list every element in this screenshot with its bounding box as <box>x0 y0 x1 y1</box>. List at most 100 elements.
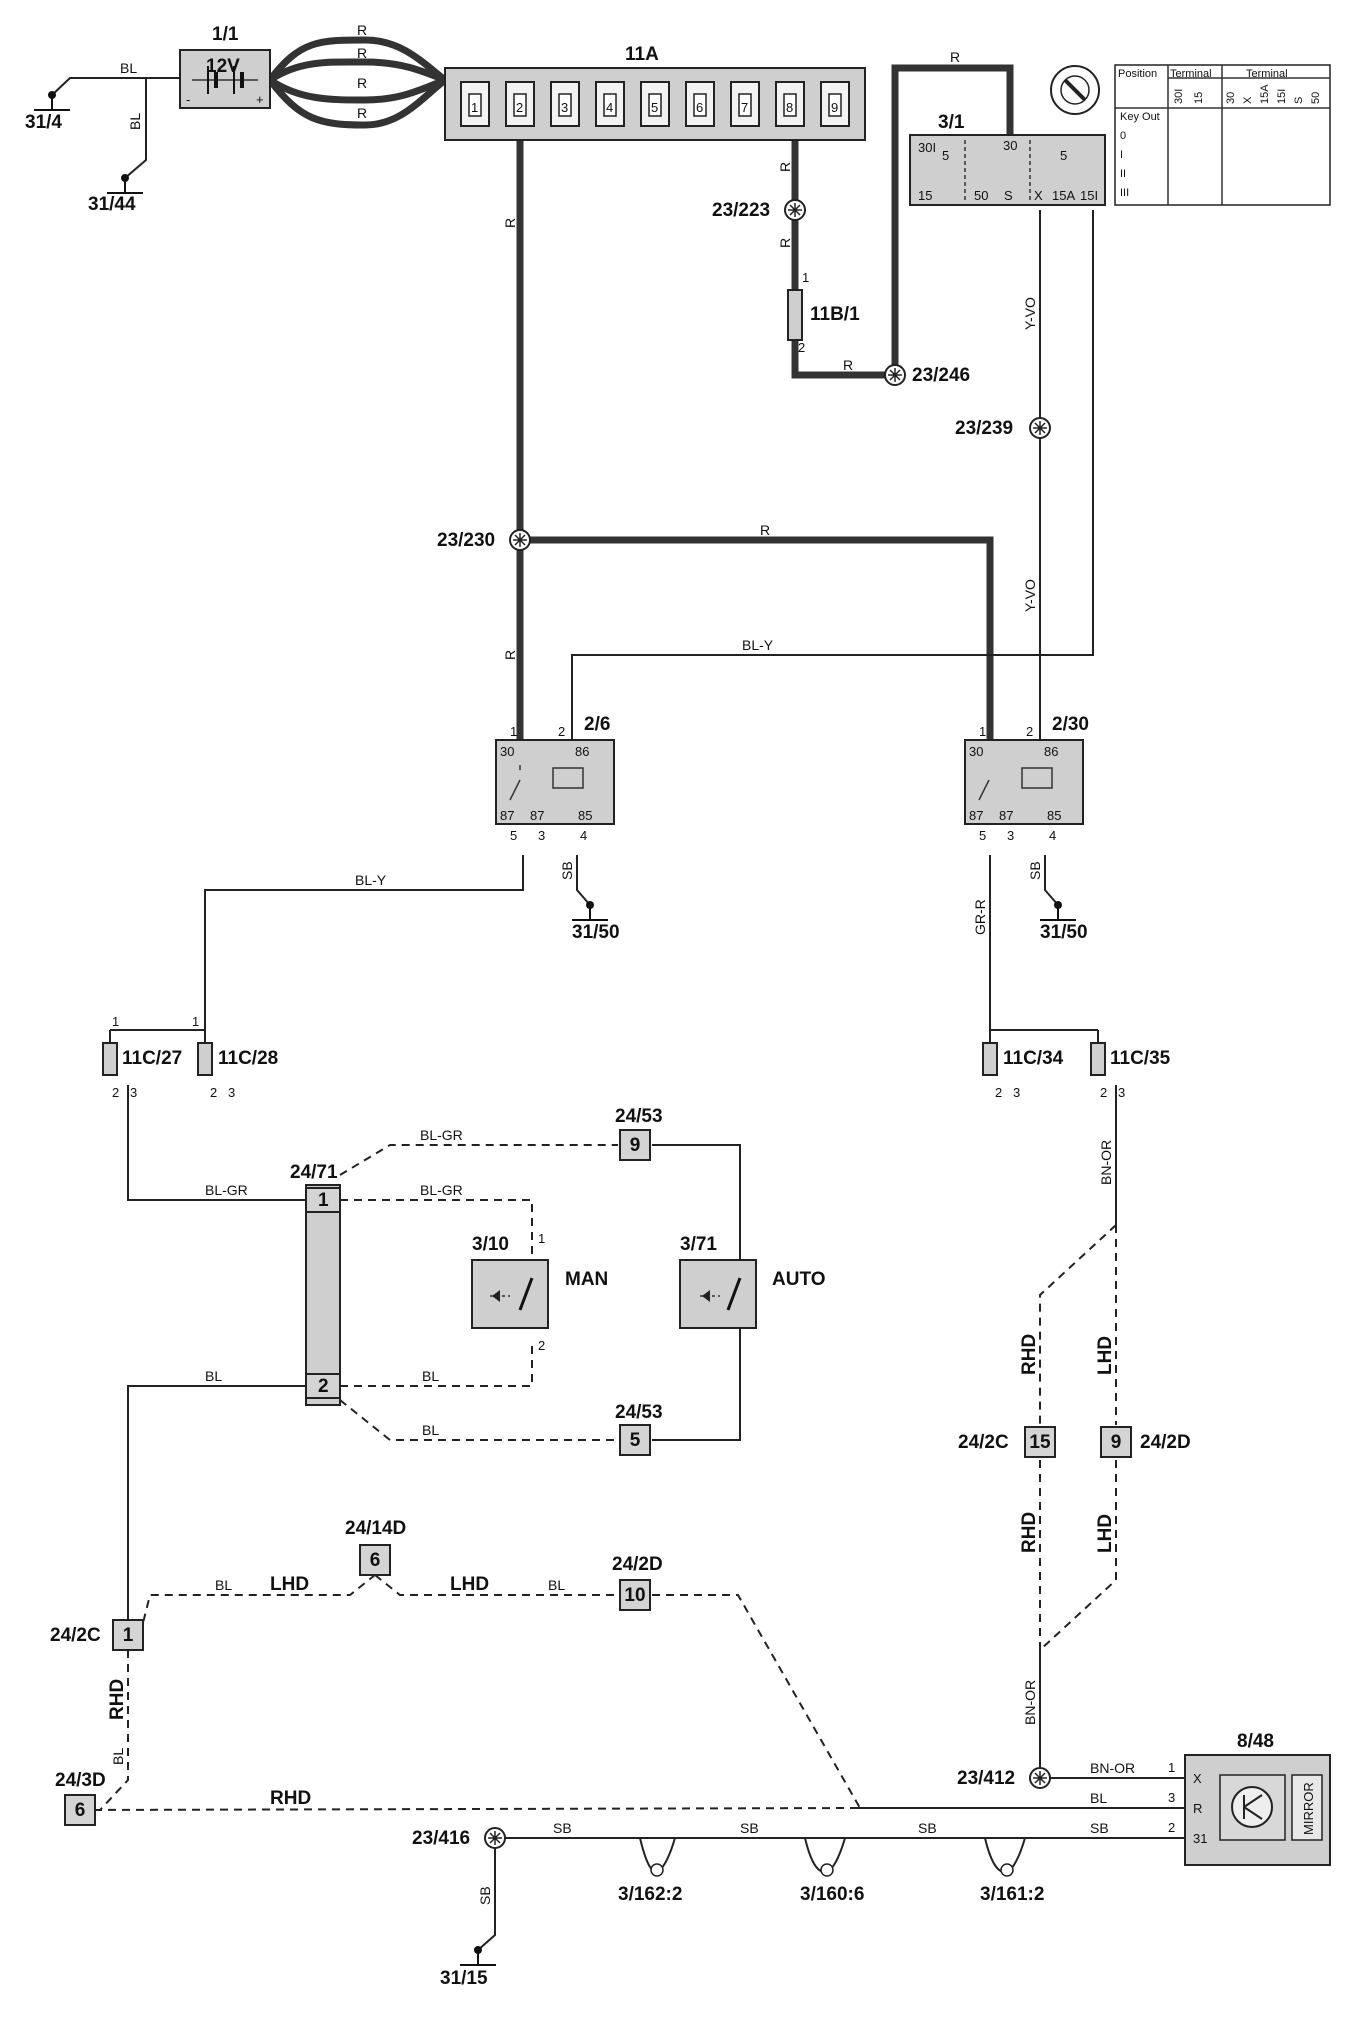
connector-id: 24/2C <box>958 1432 1009 1453</box>
fuse-11b1: 11B/1 1 2 <box>787 270 860 355</box>
signal-wires <box>51 77 1185 1951</box>
table-col-label: 15I <box>1276 89 1288 104</box>
wire-label-sb: SB <box>477 1886 493 1905</box>
mirror-n1: 1 <box>1168 1760 1175 1775</box>
fuse-number: 7 <box>741 100 748 115</box>
connector-pin-box <box>619 1424 651 1456</box>
switch-auto-id: 3/71 <box>680 1234 717 1255</box>
fuse-number: 8 <box>786 100 793 115</box>
mirror-8-48: MIRROR 8/48 X R 31 1 3 2 <box>1168 1731 1331 1866</box>
wire-label-bnor: BN-OR <box>1098 1140 1114 1185</box>
fuse-11c28-p2: 2 <box>210 1085 217 1100</box>
splice-cross <box>1033 421 1047 435</box>
relay-left-87: 87 <box>500 808 514 823</box>
wire-label-lhd: LHD <box>270 1574 309 1595</box>
fuse-element <box>693 93 707 117</box>
switch-man-name: MAN <box>565 1269 608 1290</box>
relay-2-6: 30 86 87 87 85 1 2 5 3 4 2/6 <box>495 714 615 843</box>
battery: 12V - + 1/1 <box>179 24 271 109</box>
relay-left-n5: 5 <box>510 828 517 843</box>
table-terminal-header: Terminal <box>1170 68 1212 80</box>
wire-label-r: R <box>950 49 960 65</box>
splice-cross <box>513 533 527 547</box>
connector-id: 24/3D <box>55 1770 106 1791</box>
ign-5b: 5 <box>1060 148 1067 163</box>
wire-label-bnor: BN-OR <box>1022 1680 1038 1725</box>
fuse-11c34: 11C/34 2 3 <box>982 1042 1064 1100</box>
fuse-11c27-p3: 3 <box>130 1085 137 1100</box>
connector-pin: 6 <box>370 1550 381 1571</box>
table-col-label: X <box>1242 96 1254 104</box>
wire-label-r: R <box>357 105 367 121</box>
ign-30: 30 <box>1003 138 1017 153</box>
ground-id: 31/44 <box>88 194 136 215</box>
wire-label-sb: SB <box>559 861 575 880</box>
wire-label-bl: BL <box>548 1577 565 1593</box>
wire-label-yvo: Y-VO <box>1022 297 1038 330</box>
fuse-11c35-p2: 2 <box>1100 1085 1107 1100</box>
relay-left-87b: 87 <box>530 808 544 823</box>
fuse-11c34-p2: 2 <box>995 1085 1002 1100</box>
fuse-number: 5 <box>651 100 658 115</box>
fuse-11c35-id: 11C/35 <box>1110 1048 1171 1069</box>
ign-5a: 5 <box>942 148 949 163</box>
battery-id: 1/1 <box>212 24 239 45</box>
fuse-element <box>468 93 482 117</box>
fuse-number: 9 <box>831 100 838 115</box>
wire-label-bly: BL-Y <box>355 872 387 888</box>
relay-left-85: 85 <box>578 808 592 823</box>
ign-x: X <box>1034 188 1043 203</box>
fuse-11b1-pin1: 1 <box>802 270 809 285</box>
table-row-label: III <box>1120 187 1129 199</box>
fuse-element <box>828 93 842 117</box>
fuse-element <box>738 93 752 117</box>
relay-left-86: 86 <box>575 744 589 759</box>
ignition-switch: 3/1 30I 5 30 5 15 50 S X 15A 15I <box>909 65 1106 206</box>
ign-s: S <box>1004 188 1013 203</box>
relay-right-n3: 3 <box>1007 828 1014 843</box>
fuse-11c28: 11C/28 1 2 3 <box>192 1014 278 1100</box>
fuse-11c34-id: 11C/34 <box>1003 1048 1064 1069</box>
fuse-11c27-id: 11C/27 <box>122 1048 182 1069</box>
conn-2471-id: 24/71 <box>290 1162 338 1183</box>
switch-man: 3/10 MAN 1 2 <box>471 1231 608 1353</box>
connector-id: 24/2D <box>1140 1432 1191 1453</box>
mirror-pin-x: X <box>1193 1771 1202 1786</box>
battery-minus: - <box>186 92 190 107</box>
wire-label-bl: BL <box>120 60 137 76</box>
table-col-label: 30 <box>1225 92 1237 104</box>
wire-label-blgr: BL-GR <box>205 1182 248 1198</box>
relay-right-30: 30 <box>969 744 983 759</box>
conn-2471-pin1: 1 <box>318 1190 329 1211</box>
fuse-11c27: 11C/27 1 2 3 <box>102 1014 182 1100</box>
wire-label-rhd: RHD <box>1019 1334 1040 1375</box>
table-row-label: I <box>1120 149 1123 161</box>
wire-label-r: R <box>357 22 367 38</box>
ignition-id: 3/1 <box>938 112 965 133</box>
ground-point-id: 3/160:6 <box>800 1884 864 1905</box>
wire-label-bl: BL <box>127 113 143 130</box>
relay-left-n2: 2 <box>558 724 565 739</box>
ground-id: 31/50 <box>572 922 620 943</box>
relay-right-87: 87 <box>969 808 983 823</box>
splice-cross <box>788 203 802 217</box>
ign-15i: 15I <box>1080 188 1098 203</box>
relay-left-30: 30 <box>500 744 514 759</box>
wire-label-lhd: LHD <box>1095 1514 1116 1553</box>
ign-15a: 15A <box>1052 188 1075 203</box>
ground-point-icon <box>650 1863 664 1877</box>
connector-id: 24/14D <box>345 1518 406 1539</box>
splice-cross <box>888 368 902 382</box>
ign-15: 15 <box>918 188 932 203</box>
connector-pin: 5 <box>630 1430 641 1451</box>
table-col-label: 15 <box>1193 92 1205 104</box>
fuse-element <box>513 93 527 117</box>
connector-id: 24/53 <box>615 1106 663 1127</box>
wire-label-blgr: BL-GR <box>420 1127 463 1143</box>
conn-2471-pin2: 2 <box>318 1376 329 1397</box>
wire-label-bl: BL <box>110 1748 126 1765</box>
